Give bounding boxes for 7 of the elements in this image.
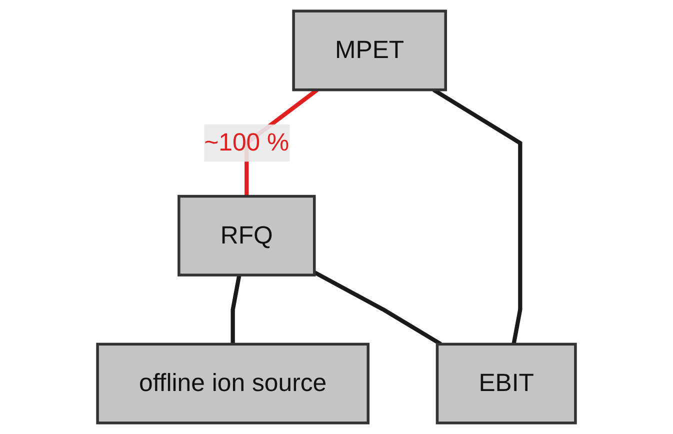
connector xyxy=(313,270,442,346)
node-box: MPET xyxy=(292,10,447,92)
connector xyxy=(230,274,242,344)
node-box: offline ion source xyxy=(96,342,370,424)
edge-label: ~100 % xyxy=(204,128,290,156)
node-box: EBIT xyxy=(436,342,577,424)
node-box: RFQ xyxy=(178,194,316,276)
